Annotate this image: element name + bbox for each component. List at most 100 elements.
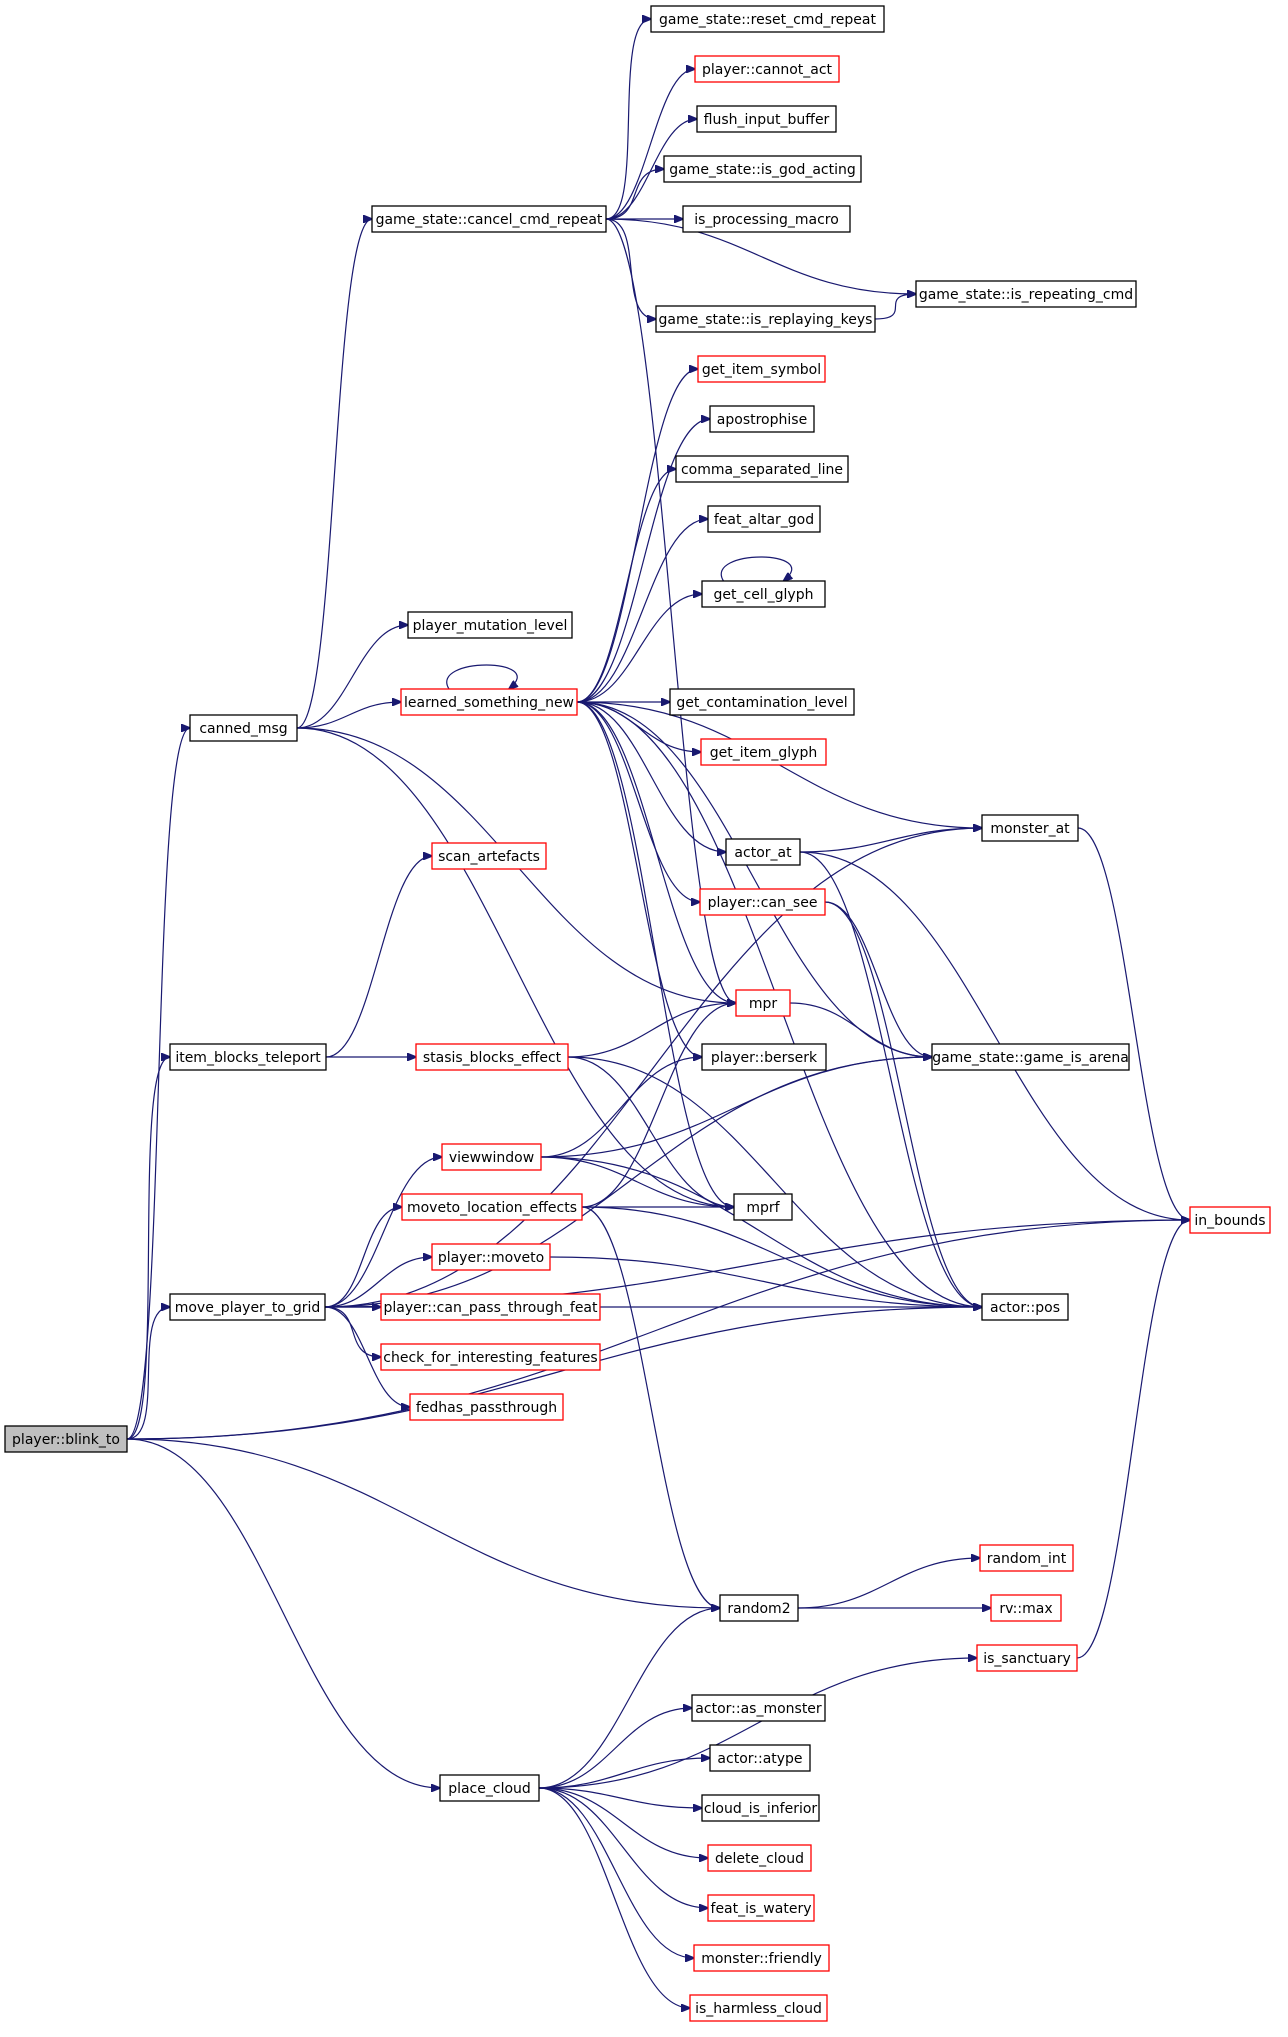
node-cancel-cmd-repeat[interactable]: game_state::cancel_cmd_repeat: [371, 205, 607, 233]
node-comma-separated-line[interactable]: comma_separated_line: [675, 455, 849, 483]
node-get-cell-glyph[interactable]: get_cell_glyph: [701, 580, 826, 608]
node-label: player::can_see: [708, 895, 818, 911]
node-feat-altar-god[interactable]: feat_altar_god: [707, 505, 821, 533]
node-monster-friendly[interactable]: monster::friendly: [693, 1944, 830, 1972]
node-item-blocks-teleport[interactable]: item_blocks_teleport: [169, 1043, 327, 1071]
edge-stasis_blocks_effect-to-actor_pos: [567, 1056, 982, 1307]
node-label: rv::max: [999, 1601, 1052, 1617]
node-is-harmless-cloud[interactable]: is_harmless_cloud: [689, 1994, 828, 2022]
node-actor-atype[interactable]: actor::atype: [709, 1744, 811, 1772]
node-box: [380, 1343, 601, 1371]
edge-learned_something_new-to-apostrophise: [576, 419, 710, 703]
node-actor-pos[interactable]: actor::pos: [981, 1293, 1069, 1321]
node-scan-artefacts[interactable]: scan_artefacts: [431, 842, 547, 870]
edge-canned_msg-to-cancel_cmd_repeat: [296, 219, 372, 729]
node-feat-is-watery[interactable]: feat_is_watery: [707, 1894, 815, 1922]
edge-actor_at-to-in_bounds: [799, 851, 1190, 1220]
node-player-can-see[interactable]: player::can_see: [699, 888, 826, 916]
node-viewwindow[interactable]: viewwindow: [441, 1143, 542, 1171]
node-label: actor::pos: [990, 1300, 1060, 1316]
node-player-moveto[interactable]: player::moveto: [431, 1243, 551, 1271]
node-box: [693, 1944, 830, 1972]
node-box: [725, 838, 801, 866]
node-label: random2: [727, 1601, 790, 1617]
node-actor-as-monster[interactable]: actor::as_monster: [691, 1694, 826, 1722]
node-apostrophise[interactable]: apostrophise: [709, 405, 815, 433]
node-label: feat_is_watery: [711, 1901, 812, 1917]
node-box: [707, 1894, 815, 1922]
node-player-mutation-level[interactable]: player_mutation_level: [407, 611, 573, 639]
node-monster-at[interactable]: monster_at: [981, 814, 1079, 842]
edge-move_player_to_grid-to-check_for_interesting_features: [324, 1306, 381, 1357]
node-mpr[interactable]: mpr: [735, 989, 791, 1017]
node-box: [431, 842, 547, 870]
node-actor-at[interactable]: actor_at: [725, 838, 801, 866]
node-is-god-acting[interactable]: game_state::is_god_acting: [663, 155, 862, 183]
node-move-player-to-grid[interactable]: move_player_to_grid: [169, 1293, 326, 1321]
node-label: game_state::reset_cmd_repeat: [659, 12, 876, 28]
node-stasis-blocks-effect[interactable]: stasis_blocks_effect: [415, 1043, 569, 1071]
node-label: check_for_interesting_features: [383, 1350, 597, 1366]
node-box: [701, 1043, 827, 1071]
node-can-pass-through-feat[interactable]: player::can_pass_through_feat: [380, 1293, 601, 1321]
node-game-is-arena[interactable]: game_state::game_is_arena: [931, 1043, 1130, 1071]
node-player-berserk[interactable]: player::berserk: [701, 1043, 827, 1071]
node-box: [401, 1193, 583, 1221]
node-box: [441, 1143, 542, 1171]
node-label: fedhas_passthrough: [416, 1400, 557, 1416]
node-label: is_harmless_cloud: [695, 2001, 822, 2017]
edge-canned_msg-to-learned_something_new: [296, 702, 401, 729]
node-place-cloud[interactable]: place_cloud: [439, 1774, 540, 1802]
node-label: delete_cloud: [715, 1851, 804, 1867]
node-box: [4, 1425, 128, 1453]
node-moveto-location-effects[interactable]: moveto_location_effects: [401, 1193, 583, 1221]
node-get-item-glyph[interactable]: get_item_glyph: [700, 738, 827, 766]
node-get-item-symbol[interactable]: get_item_symbol: [697, 355, 826, 383]
node-canned-msg[interactable]: canned_msg: [189, 714, 298, 742]
node-reset-cmd-repeat[interactable]: game_state::reset_cmd_repeat: [650, 5, 885, 33]
node-random-int[interactable]: random_int: [979, 1544, 1074, 1572]
node-label: monster::friendly: [701, 1951, 822, 1967]
node-get-contamination-level[interactable]: get_contamination_level: [669, 688, 855, 716]
edge-cancel_cmd_repeat-to-is_replaying_keys: [605, 218, 656, 319]
edge-blink_to-to-canned_msg: [126, 728, 190, 1440]
node-label: stasis_blocks_effect: [423, 1050, 562, 1066]
edge-learned_something_new-to-feat_altar_god: [576, 519, 708, 703]
edge-viewwindow-to-player_berserk: [540, 1057, 702, 1158]
node-box: [707, 1844, 812, 1872]
node-label: random_int: [987, 1551, 1067, 1567]
node-box: [700, 738, 827, 766]
node-random2[interactable]: random2: [719, 1594, 799, 1622]
node-box: [189, 714, 298, 742]
node-mprf[interactable]: mprf: [733, 1193, 793, 1221]
node-label: player::can_pass_through_feat: [383, 1300, 598, 1316]
node-label: cloud_is_inferior: [704, 1801, 818, 1817]
node-label: actor::as_monster: [695, 1701, 822, 1717]
edge-mpr-to-game_is_arena: [789, 1002, 932, 1057]
edge-place_cloud-to-delete_cloud: [538, 1787, 708, 1858]
node-is-processing-macro[interactable]: is_processing_macro: [682, 205, 851, 233]
node-cloud-is-inferior[interactable]: cloud_is_inferior: [701, 1794, 820, 1822]
node-label: viewwindow: [449, 1150, 534, 1166]
node-delete-cloud[interactable]: delete_cloud: [707, 1844, 812, 1872]
edge-learned_something_new-to-actor_at: [576, 701, 726, 852]
node-in-bounds[interactable]: in_bounds: [1189, 1206, 1271, 1234]
node-flush-input-buffer[interactable]: flush_input_buffer: [696, 105, 837, 133]
edge-cancel_cmd_repeat-to-flush_input_buffer: [605, 119, 697, 220]
node-is-replaying-keys[interactable]: game_state::is_replaying_keys: [655, 305, 876, 333]
node-label: player::berserk: [711, 1050, 818, 1066]
node-box: [701, 580, 826, 608]
node-fedhas-passthrough[interactable]: fedhas_passthrough: [409, 1393, 564, 1421]
node-label: place_cloud: [448, 1781, 531, 1797]
node-learned-something-new[interactable]: learned_something_new: [400, 688, 578, 716]
edge-learned_something_new-to-get_cell_glyph: [576, 594, 702, 703]
edge-learned_something_new-to-comma_separated_line: [576, 469, 676, 703]
edge-random2-to-random_int: [797, 1558, 980, 1609]
node-is-repeating-cmd[interactable]: game_state::is_repeating_cmd: [915, 280, 1137, 308]
node-rv-max[interactable]: rv::max: [990, 1594, 1062, 1622]
node-cannot-act[interactable]: player::cannot_act: [694, 55, 840, 83]
node-check-for-interesting-features[interactable]: check_for_interesting_features: [380, 1343, 601, 1371]
node-is-sanctuary[interactable]: is_sanctuary: [976, 1644, 1078, 1672]
node-label: player_mutation_level: [413, 618, 568, 634]
